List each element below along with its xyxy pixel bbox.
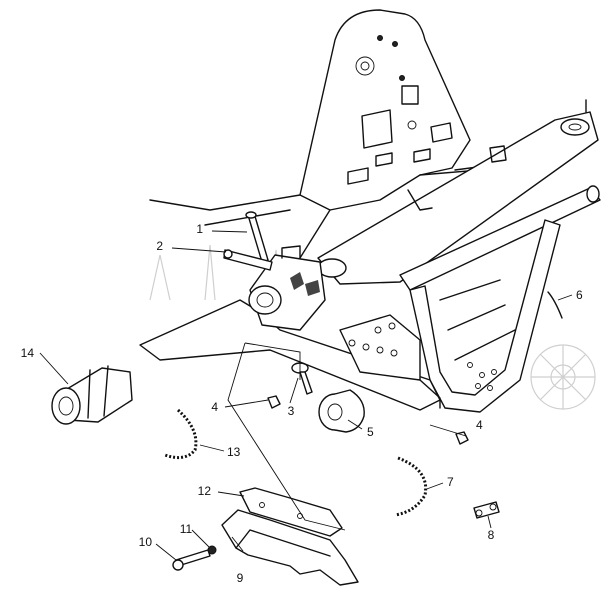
callout-4-left: 4 — [211, 400, 218, 414]
upper-crossbar — [317, 99, 599, 285]
callout-3: 3 — [288, 404, 295, 418]
skid-plate-part-9 — [221, 509, 359, 586]
chain-part-7 — [394, 456, 428, 517]
bushing-part-14 — [51, 365, 133, 425]
callout-5: 5 — [367, 425, 374, 439]
rear-bumper — [399, 185, 601, 413]
lower-frame — [139, 269, 441, 411]
callout-13: 13 — [227, 445, 241, 459]
clip-part-6 — [547, 291, 563, 319]
bracket-part-2 — [223, 249, 273, 271]
callout-12: 12 — [198, 484, 212, 498]
callout-14: 14 — [21, 346, 35, 360]
cover-part-12 — [239, 487, 343, 537]
callout-2: 2 — [156, 239, 163, 253]
callout-labels: 1 2 3 4 4 5 6 7 8 9 10 11 12 13 14 — [21, 222, 583, 585]
callout-10: 10 — [139, 535, 153, 549]
callout-1: 1 — [196, 222, 203, 236]
callout-8: 8 — [488, 528, 495, 542]
washer-part-3 — [291, 362, 313, 395]
pivot-housing — [248, 245, 326, 331]
frame-tower — [299, 9, 471, 211]
idler-wheel-part-5 — [318, 389, 365, 433]
callout-11: 11 — [180, 522, 193, 536]
callout-4-right: 4 — [476, 418, 483, 432]
callout-7: 7 — [447, 475, 454, 489]
nut-part-4 — [267, 395, 469, 445]
callout-6: 6 — [576, 288, 583, 302]
bolt-part-10 — [172, 549, 211, 571]
leader-lines — [39, 230, 573, 561]
chain-part-13 — [164, 408, 198, 460]
link-part-8 — [473, 501, 500, 519]
callout-9: 9 — [237, 571, 244, 585]
bolt-part-1 — [245, 211, 269, 263]
